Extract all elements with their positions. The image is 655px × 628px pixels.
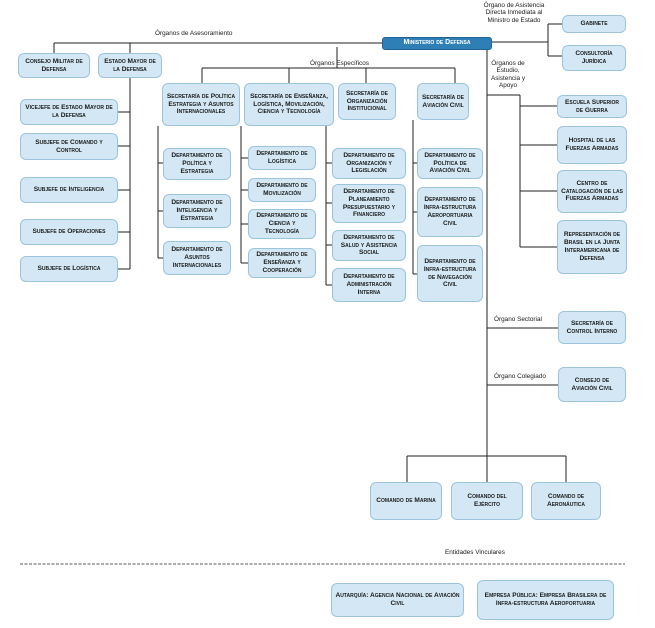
label-support: Órganos de Estudio, Asistencia y Apoyo — [490, 60, 526, 90]
label-collegiate: Órgano Colegiado — [494, 373, 546, 380]
sec2-connector — [240, 126, 248, 264]
box-secretaria-politica: Secretaría de Política Estrategia y Asun… — [162, 83, 240, 126]
box-dept-planeamiento: Departamento de Planeamiento Presupuesta… — [332, 184, 406, 223]
support-connector — [487, 94, 557, 248]
box-subjefe-operaciones: Subjefe de Operaciones — [20, 219, 118, 245]
box-dept-salud: Departamento de Salud y Asistencia Socia… — [332, 230, 406, 261]
label-advisory: Órganos de Asesoramiento — [155, 30, 233, 37]
box-dept-politica-aviacion: Departamento de Política de Aviación Civ… — [417, 148, 483, 179]
box-anac: Autarquía: Agencia Nacional de Aviación … — [331, 583, 464, 617]
box-infraero: Empresa Pública: Empresa Brasilera de In… — [477, 580, 614, 620]
box-dept-infra-aeroportuaria: Departamento de Infra-estructura Aeropor… — [417, 187, 483, 237]
box-consejo-aviacion: Consejo de Aviación Civil — [558, 367, 626, 402]
direct-connector — [492, 23, 562, 57]
label-direct: Órgano de Asistencia Directa Inmediata a… — [483, 2, 545, 24]
box-centro-catalogacion: Centro de Catalogación de las Fuerzas Ar… — [557, 170, 627, 213]
box-representacion-brasil: Representación de Brasil en la Junta Int… — [557, 220, 627, 274]
box-dept-ciencia: Departamento de Ciencia y Tecnología — [248, 209, 316, 239]
box-subjefe-logistica: Subjefe de Logística — [20, 256, 118, 282]
label-specific: Órganos Específicos — [310, 60, 369, 67]
specific-connector — [201, 47, 456, 83]
box-consultoria-juridica: Consultoría Jurídica — [562, 45, 626, 71]
box-estado-mayor: Estado Mayor de la Defensa — [98, 53, 162, 78]
box-escuela-guerra: Escuela Superior de Guerra — [557, 95, 627, 118]
box-control-interno: Secretaría de Control Interno — [558, 311, 626, 344]
box-comando-aeronautica: Comando de Aeronáutica — [531, 482, 601, 520]
box-dept-administracion: Departamento de Administración Interna — [332, 268, 406, 302]
box-vicejefe: Vicejefe de Estado Mayor de la Defensa — [20, 99, 118, 125]
box-consejo-militar: Consejo Militar de Defensa — [18, 53, 90, 78]
box-dept-movilizacion: Departamento de Movilización — [248, 178, 316, 202]
root-ministry: Ministerio de Defensa — [382, 37, 492, 50]
sec4-connector — [412, 120, 417, 275]
box-dept-politica-estrategia: Departamento de Política y Estrategia — [163, 148, 231, 180]
box-hospital: Hospital de las Fuerzas Armadas — [557, 126, 627, 164]
commands-connector — [406, 455, 567, 482]
box-comando-ejercito: Comando del Ejército — [451, 482, 523, 520]
box-dept-inteligencia: Departamento de Inteligencia y Estrategi… — [163, 194, 231, 228]
box-dept-asuntos-internacionales: Departamento de Asuntos Internacionales — [163, 241, 231, 275]
box-secretaria-aviacion: Secretaría de Aviación Civil — [417, 83, 469, 120]
box-comando-marina: Comando de Marina — [370, 482, 442, 520]
box-secretaria-ensenanza: Secretaría de Enseñanza, Logística, Movi… — [244, 83, 334, 126]
box-subjefe-inteligencia: Subjefe de Inteligencia — [20, 177, 118, 203]
box-dept-infra-navegacion: Departamento de Infra-estructura de Nave… — [417, 245, 483, 302]
box-secretaria-organizacion: Secretaría de Organización Institucional — [338, 83, 396, 120]
label-entities: Entidades Vinculares — [445, 549, 505, 556]
box-dept-ensenanza: Departamento de Enseñanza y Cooperación — [248, 248, 316, 278]
sec1-connector — [157, 126, 163, 259]
box-subjefe-comando: Subjefe de Comando y Control — [20, 133, 118, 160]
advisory-connector — [53, 42, 382, 53]
sec3-connector — [325, 120, 332, 286]
staff-connector — [118, 77, 131, 270]
box-dept-logistica: Departamento de Logística — [248, 146, 316, 170]
box-dept-organizacion: Departamento de Organización y Legislaci… — [332, 148, 406, 179]
box-gabinete: Gabinete — [562, 15, 626, 33]
label-sectorial: Órgano Sectorial — [494, 316, 542, 323]
